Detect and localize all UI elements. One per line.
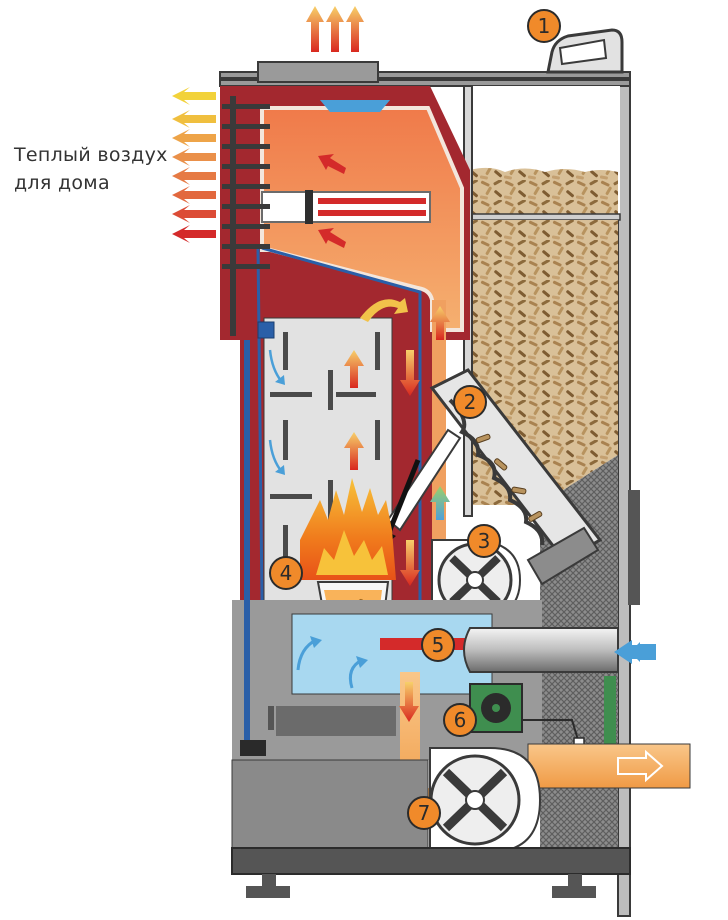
marker-5: 5: [421, 628, 455, 662]
marker-2: 2: [453, 385, 487, 419]
marker-3-label: 3: [478, 529, 491, 553]
marker-2-label: 2: [464, 390, 477, 414]
caption-line-2: для дома: [14, 172, 110, 194]
marker-4: 4: [269, 556, 303, 590]
flue-gas-arrows: [306, 6, 364, 52]
marker-3: 3: [467, 524, 501, 558]
marker-5-label: 5: [432, 633, 445, 657]
marker-1-label: 1: [538, 14, 551, 38]
marker-7-label: 7: [418, 801, 431, 825]
caption-line-1: Теплый воздух: [14, 144, 168, 166]
marker-6: 6: [443, 703, 477, 737]
hopper-lid: [546, 28, 624, 74]
air-inlet-pipe: [380, 627, 656, 673]
marker-6-label: 6: [454, 708, 467, 732]
boiler-base: [231, 759, 631, 898]
marker-7: 7: [407, 796, 441, 830]
marker-4-label: 4: [280, 561, 293, 585]
warm-air-output-arrows: [172, 87, 216, 243]
marker-1: 1: [527, 9, 561, 43]
control-unit: [469, 676, 616, 756]
lower-chamber: [232, 340, 542, 760]
